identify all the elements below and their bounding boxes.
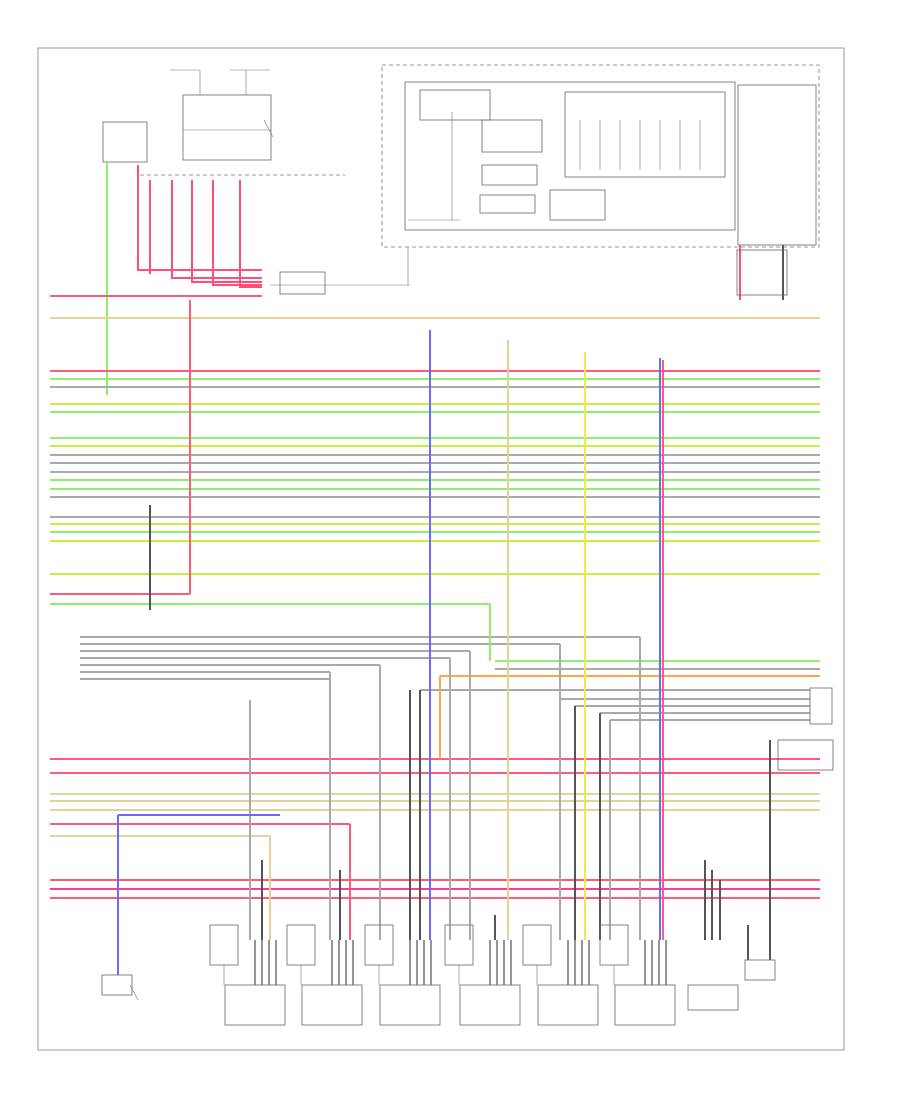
bottom-unit-1: [209, 924, 286, 1026]
bottom-unit-6: [599, 924, 676, 1026]
power-control-module: [381, 64, 820, 285]
module-output-wires: [736, 245, 788, 300]
left-lower-sensor: [101, 814, 280, 1001]
diagram-frame: [37, 47, 845, 1051]
bottom-unit-4: [444, 924, 521, 1026]
top-left-relay-block: [102, 69, 410, 295]
right-sensor-1: [687, 984, 739, 1011]
horizontal-harness: [50, 295, 820, 899]
bottom-unit-5: [522, 924, 599, 1026]
vertical-harness: [149, 300, 771, 960]
bottom-unit-2: [286, 924, 363, 1026]
bottom-components: [209, 924, 776, 1026]
top-left-red-bundle: [137, 165, 262, 288]
bottom-unit-3: [364, 924, 441, 1026]
right-connector-block: [777, 687, 834, 771]
right-sensor-2: [744, 959, 776, 981]
